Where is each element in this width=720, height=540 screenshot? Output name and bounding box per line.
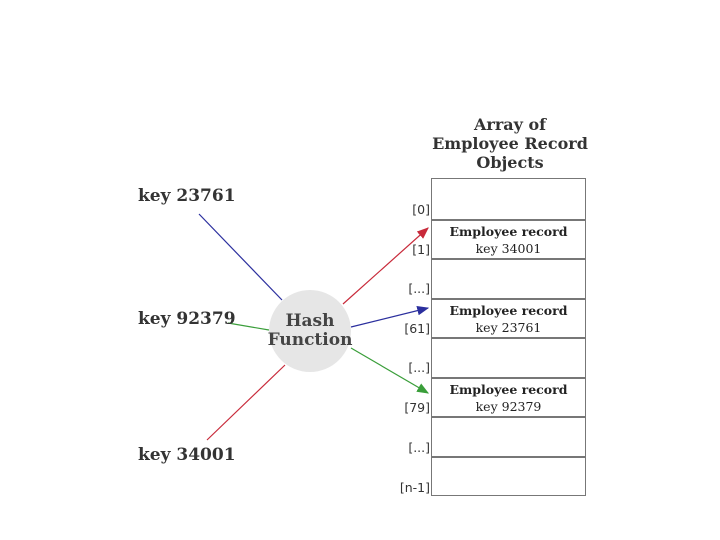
- hash-function-label-line-2: Function: [267, 330, 353, 350]
- slot-index-61: [61]: [404, 321, 430, 336]
- slot-index-79: [79]: [404, 400, 430, 415]
- record-key: key 92379: [475, 399, 542, 414]
- slot-index-0: [0]: [412, 202, 430, 217]
- hash-function-label-line-1: Hash: [285, 311, 335, 331]
- record-title: Employee record: [449, 303, 568, 318]
- array-slot-empty: [432, 416, 585, 456]
- array-slot-empty: [432, 337, 585, 377]
- slot-index-n-minus-1: [n-1]: [399, 480, 430, 495]
- slot-index-ellipsis: [...]: [408, 360, 430, 375]
- record-key: key 34001: [475, 241, 542, 256]
- array-slot-empty: [432, 179, 585, 219]
- key-label-23761: key 23761: [138, 186, 236, 206]
- key-23761-to-hash-line: [198, 213, 283, 301]
- key-label-92379: key 92379: [138, 309, 236, 329]
- key-34001-to-hash-line: [206, 364, 286, 441]
- hash-function-node: Hash Function: [267, 290, 353, 372]
- array-slot-empty: [432, 456, 585, 496]
- array-title-line-2: Employee Record: [432, 134, 588, 153]
- array-slot-empty: [432, 258, 585, 298]
- slot-index-1: [1]: [412, 242, 430, 257]
- slot-index-ellipsis: [...]: [408, 440, 430, 455]
- hash-to-slot-61-arrow: [350, 305, 430, 328]
- key-label-34001: key 34001: [138, 445, 236, 465]
- array-slot-record: Employee record key 23761: [432, 298, 585, 338]
- array-slot-record: Employee record key 34001: [432, 219, 585, 259]
- employee-record-array: Employee record key 34001 Employee recor…: [431, 178, 586, 496]
- hash-to-slot-79-arrow: [350, 347, 430, 394]
- record-title: Employee record: [449, 382, 568, 397]
- array-title-line-3: Objects: [476, 153, 544, 172]
- record-key: key 23761: [475, 320, 542, 335]
- array-title-line-1: Array of: [473, 115, 547, 134]
- slot-index-ellipsis: [...]: [408, 281, 430, 296]
- hash-to-slot-1-arrow: [342, 227, 429, 305]
- array-title: Array of Employee Record Objects: [430, 115, 590, 172]
- key-92379-to-hash-line: [227, 322, 270, 331]
- record-title: Employee record: [449, 224, 568, 239]
- array-slot-record: Employee record key 92379: [432, 377, 585, 417]
